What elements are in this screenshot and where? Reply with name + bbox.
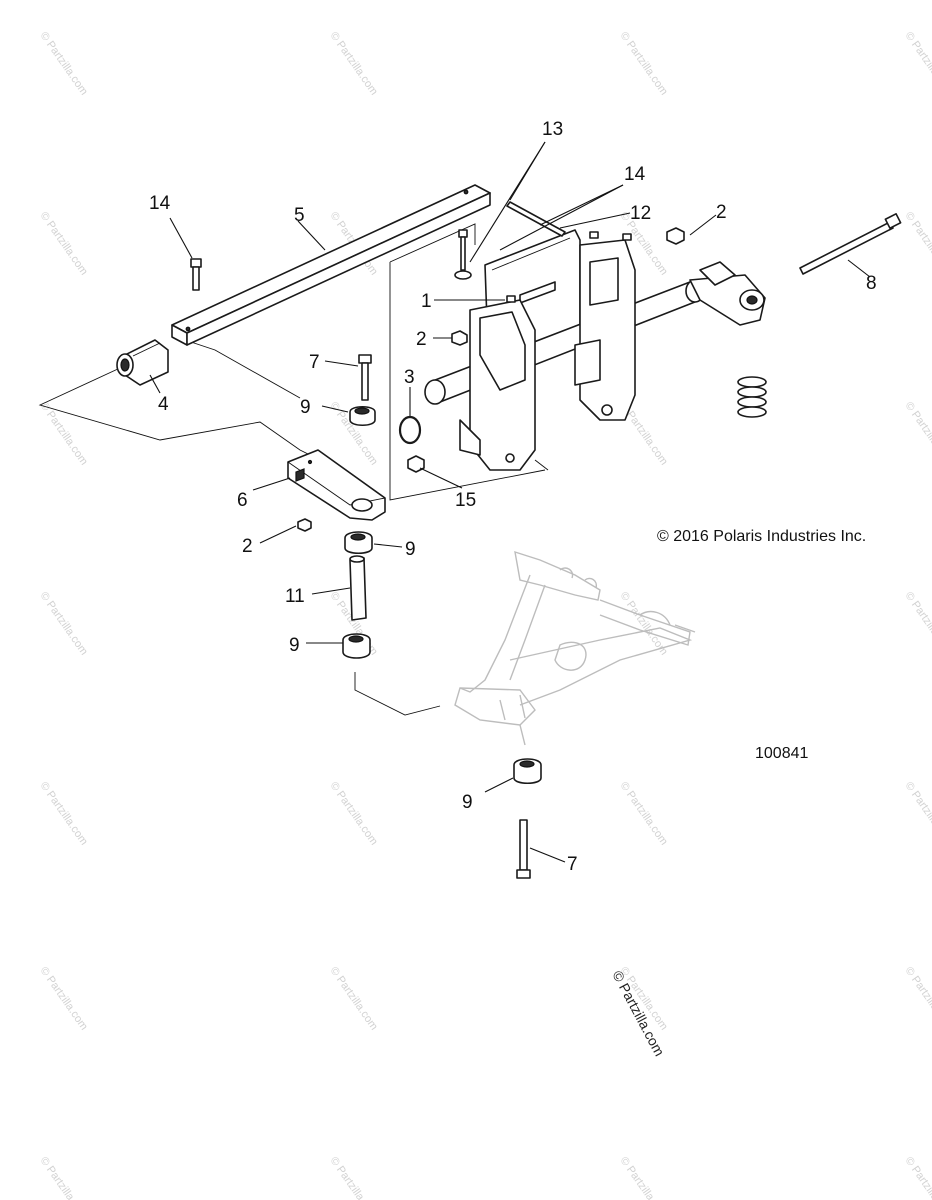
bolt-part-7-upper xyxy=(358,354,372,401)
bolt-part-14 xyxy=(190,258,202,291)
callout-labels: 13 14 12 2 8 1 2 3 15 14 5 4 7 9 6 2 9 1… xyxy=(149,119,877,875)
tiled-watermark: © Partzilla.com xyxy=(328,965,380,1033)
left-upright xyxy=(459,299,549,471)
nuts-part-2 xyxy=(297,227,685,532)
bushing-part-9-lower xyxy=(342,633,371,659)
callout-9-upper: 9 xyxy=(300,397,311,418)
tiled-watermark: © Partzilla.com xyxy=(618,1155,670,1200)
callout-3: 3 xyxy=(404,367,415,388)
callout-6: 6 xyxy=(237,490,248,511)
tiled-watermark: © Partzilla.com xyxy=(38,1155,90,1200)
mounting-studs xyxy=(454,201,632,303)
callout-10: 11 xyxy=(285,586,305,607)
tiled-watermark: © Partzilla.com xyxy=(903,780,932,848)
callout-7-lower: 7 xyxy=(567,854,578,875)
callout-8: 8 xyxy=(866,273,877,294)
callout-9-bottom: 9 xyxy=(462,792,473,813)
right-upright xyxy=(574,239,636,421)
bolt-part-7-lower xyxy=(516,819,531,879)
tiled-watermark: © Partzilla.com xyxy=(903,30,932,98)
tiled-watermark: © Partzilla.com xyxy=(38,965,90,1033)
spring-stack xyxy=(737,376,767,418)
tiled-watermark: © Partzilla.com xyxy=(618,780,670,848)
tiled-watermark: © Partzilla.com xyxy=(903,1155,932,1200)
tiled-watermark: © Partzilla.com xyxy=(328,780,380,848)
trailing-arm xyxy=(689,261,766,326)
tiled-watermark: © Partzilla.com xyxy=(903,965,932,1033)
bushing-part-9-middle xyxy=(344,531,373,555)
o-ring-part-3 xyxy=(398,415,422,445)
assembly-outline xyxy=(38,223,546,716)
tiled-watermark: © Partzilla.com xyxy=(903,590,932,658)
copyright-text: © 2016 Polaris Industries Inc. xyxy=(657,528,866,545)
tiled-watermark: © Partzilla.com xyxy=(903,210,932,278)
link-part-6 xyxy=(287,449,386,521)
callout-2-mid: 2 xyxy=(416,329,427,350)
callout-15: 15 xyxy=(455,490,476,511)
ghost-a-arm xyxy=(454,550,696,746)
nut-part-15 xyxy=(407,455,425,473)
callout-9-mid: 9 xyxy=(405,539,416,560)
leader-lines xyxy=(149,141,871,863)
tiled-watermark: © Partzilla.com xyxy=(328,30,380,98)
callout-9-low: 9 xyxy=(289,635,300,656)
callout-5: 5 xyxy=(294,205,305,226)
callout-4: 4 xyxy=(158,394,169,415)
bushing-part-9-upper xyxy=(349,405,376,427)
tiled-watermark: © Partzilla.com xyxy=(328,1155,380,1200)
bushing-part-4 xyxy=(116,339,169,386)
tiled-watermark: © Partzilla.com xyxy=(38,210,90,278)
tiled-watermark: © Partzilla.com xyxy=(38,780,90,848)
callout-2-top: 2 xyxy=(716,202,727,223)
tiled-watermark: © Partzilla.com xyxy=(38,590,90,658)
rod-part-8 xyxy=(799,213,902,275)
bushing-part-9-bottom xyxy=(513,758,542,785)
callout-11: 12 xyxy=(630,203,651,224)
tiled-watermark: © Partzilla.com xyxy=(38,30,90,98)
square-tube-part-5 xyxy=(171,184,491,346)
callout-7-upper: 7 xyxy=(309,352,320,373)
callout-12: 13 xyxy=(542,119,563,140)
callout-14: 14 xyxy=(149,193,171,214)
tiled-watermark: © Partzilla.com xyxy=(903,400,932,468)
callout-2-low: 2 xyxy=(242,536,253,557)
callout-13: 14 xyxy=(624,164,646,185)
callout-1: 1 xyxy=(421,291,432,312)
diagram-number: 100841 xyxy=(755,745,808,762)
tiled-watermark: © Partzilla.com xyxy=(618,30,670,98)
spacer-part-10 xyxy=(349,555,367,621)
tiled-watermark: © Partzilla.com xyxy=(38,400,90,468)
